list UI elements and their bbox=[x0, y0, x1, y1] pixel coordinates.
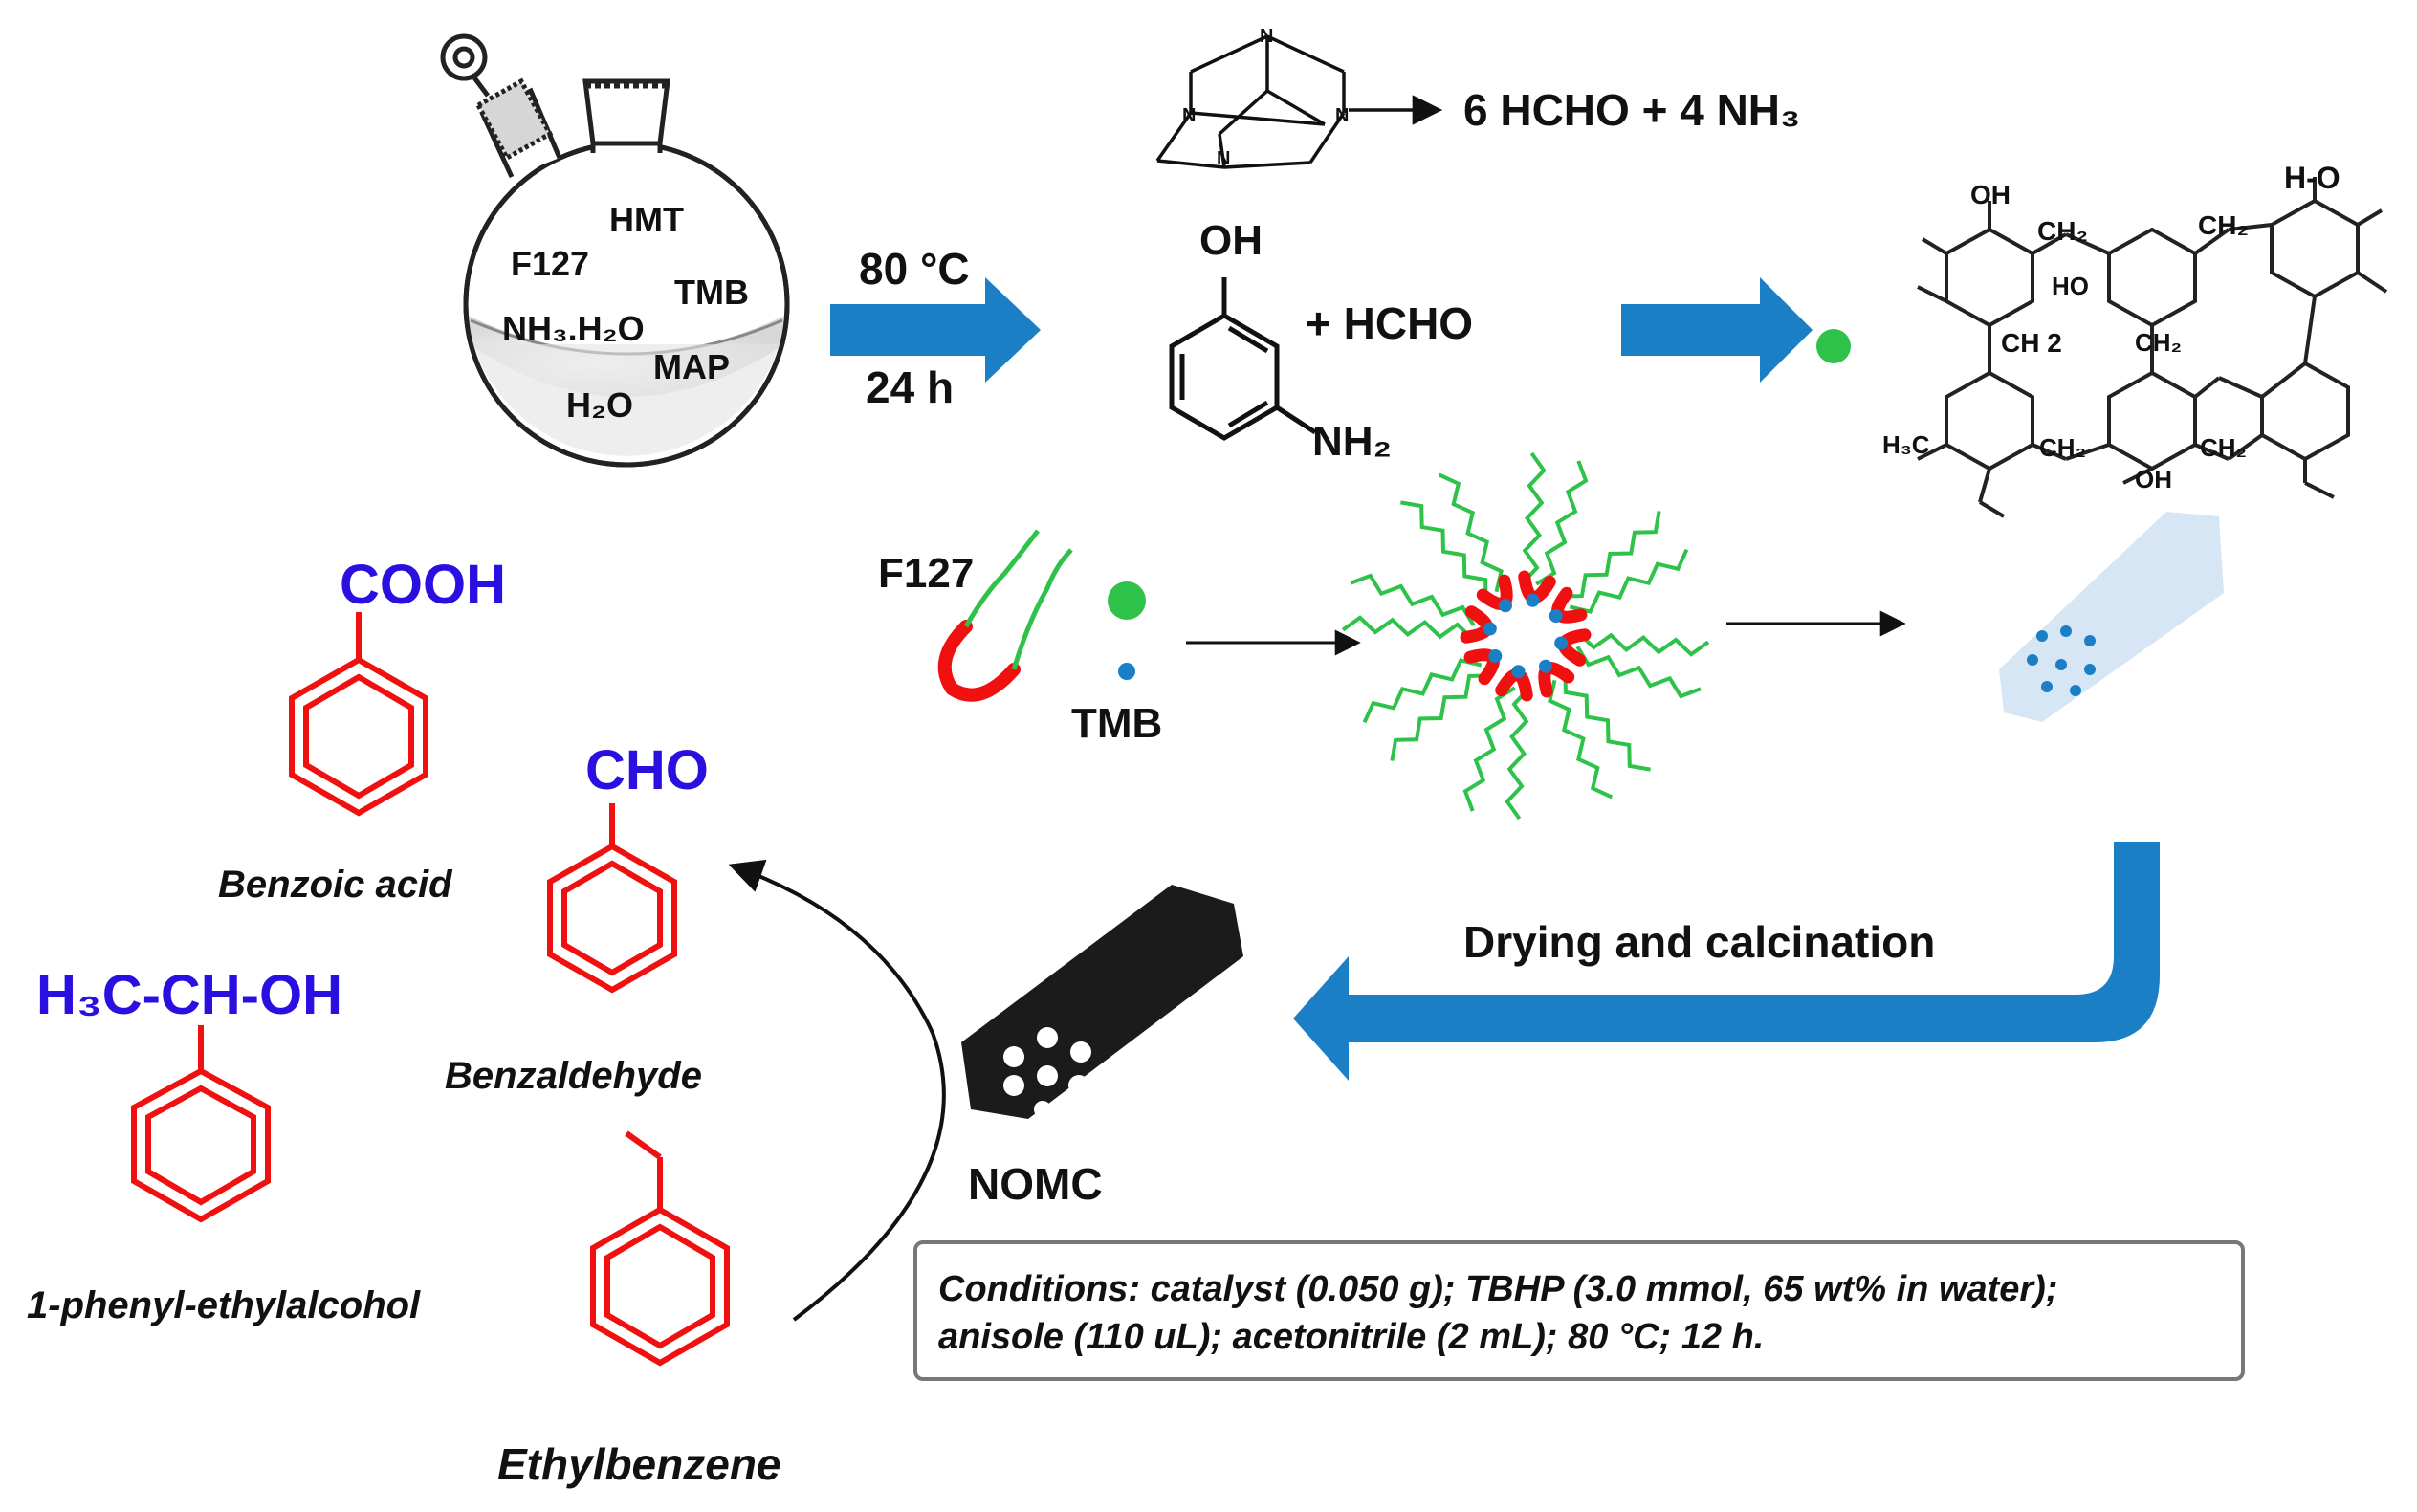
polymer-ch2-c: CH 2 bbox=[2001, 328, 2062, 358]
flask-label-tmb: TMB bbox=[674, 273, 749, 312]
alcohol-group: H₃C-CH-OH bbox=[36, 964, 342, 1026]
flask-label-nh3: NH₃.H₂O bbox=[502, 309, 645, 348]
green-dot-map bbox=[1108, 581, 1146, 620]
nomc-rod bbox=[961, 885, 1243, 1119]
aminophenol-nh2: NH₂ bbox=[1312, 418, 1393, 465]
benzoic-group: COOH bbox=[340, 554, 506, 616]
substrate-name: Ethylbenzene bbox=[497, 1439, 781, 1489]
corona-chain bbox=[1462, 686, 1516, 812]
polymer-network bbox=[1917, 177, 2388, 518]
conditions-line-1: Conditions: catalyst (0.050 g); TBHP (3.… bbox=[938, 1269, 2058, 1309]
core-segment bbox=[1460, 605, 1494, 644]
flask-label-map: MAP bbox=[653, 347, 730, 386]
flask-label-hmt: HMT bbox=[609, 200, 684, 239]
hmt-molecule bbox=[1155, 34, 1443, 169]
core-segment bbox=[1557, 628, 1592, 667]
hmt-n2: N bbox=[1182, 105, 1196, 126]
conditions-line-2: anisole (110 uL); acetonitrile (2 mL); 8… bbox=[938, 1317, 1765, 1357]
nomc-label: NOMC bbox=[968, 1159, 1103, 1209]
aminophenol-plus-hcho: + HCHO bbox=[1306, 298, 1474, 348]
polymer-ch2-e: CH₂ bbox=[2039, 433, 2087, 462]
corona-chain bbox=[1350, 573, 1476, 626]
flask-label-f127: F127 bbox=[511, 244, 590, 283]
micelle-assembly bbox=[1341, 451, 1710, 821]
polymerization-arrow bbox=[1621, 277, 1813, 383]
oxidation-arrow bbox=[728, 859, 946, 1322]
f127-copolymer bbox=[937, 529, 1073, 702]
core-tmb-dot bbox=[1511, 665, 1526, 679]
core-tmb-dot bbox=[1488, 649, 1503, 663]
ethylbenzene-ring bbox=[590, 1130, 730, 1367]
corona-chain bbox=[1560, 511, 1661, 599]
core-tmb-dot bbox=[1483, 622, 1497, 636]
corona-chain bbox=[1563, 670, 1651, 772]
aminophenol-structure bbox=[1169, 277, 1317, 441]
core-tmb-dot bbox=[1526, 593, 1540, 607]
core-tmb-dot bbox=[1499, 599, 1512, 613]
composite-rod bbox=[1999, 512, 2224, 722]
corona-chain bbox=[1341, 615, 1474, 641]
corona-chain bbox=[1400, 500, 1488, 602]
core-segment bbox=[1518, 570, 1556, 604]
polymer-oh-2: OH bbox=[2135, 465, 2172, 493]
benzaldehyde-ring bbox=[547, 803, 677, 994]
hmt-n4: N bbox=[1217, 148, 1230, 169]
hmt-n1: N bbox=[1260, 26, 1273, 47]
step1-temperature: 80 °C bbox=[859, 244, 970, 294]
drying-arrow bbox=[1293, 842, 2160, 1081]
flask-label-h2o: H₂O bbox=[566, 385, 633, 425]
heating-arrow bbox=[830, 277, 1041, 383]
micelle-tmb-label: TMB bbox=[1071, 700, 1163, 747]
corona-chain bbox=[1362, 658, 1483, 724]
hmt-products: 6 HCHO + 4 NH₃ bbox=[1463, 85, 1801, 135]
conditions-box: Conditions: catalyst (0.050 g); TBHP (3.… bbox=[913, 1240, 2245, 1381]
benzoic-acid-ring bbox=[289, 612, 428, 817]
step1-time: 24 h bbox=[866, 362, 955, 412]
benzaldehyde-name: Benzaldehyde bbox=[445, 1055, 702, 1097]
polymer-ho-2: HO bbox=[2052, 272, 2089, 300]
benzaldehyde-group: CHO bbox=[585, 739, 709, 801]
hmt-n3: N bbox=[1335, 105, 1349, 126]
corona-chain bbox=[1390, 673, 1491, 761]
corona-chain bbox=[1577, 631, 1710, 657]
corona-chain bbox=[1548, 679, 1614, 800]
polymer-h-o-top: H-O bbox=[2284, 161, 2340, 195]
nomc-pores bbox=[1003, 1027, 1091, 1118]
core-tmb-dot bbox=[1549, 609, 1563, 623]
micelle-f127-label: F127 bbox=[878, 550, 975, 597]
corona-chain bbox=[1575, 646, 1702, 699]
corona-chain bbox=[1505, 688, 1530, 821]
corona-chain bbox=[1438, 472, 1504, 593]
core-tmb-dot bbox=[1554, 636, 1569, 650]
polymer-ch2-f: CH₂ bbox=[2200, 433, 2248, 462]
composite-pores bbox=[2027, 625, 2096, 696]
polymer-oh-1: OH bbox=[1970, 180, 2011, 209]
aminophenol-oh: OH bbox=[1199, 217, 1263, 264]
alcohol-ring bbox=[131, 1025, 271, 1223]
green-dot-polymer bbox=[1816, 329, 1851, 363]
corona-chain bbox=[1569, 548, 1689, 614]
corona-chain bbox=[1521, 451, 1547, 584]
drying-label: Drying and calcination bbox=[1463, 917, 1936, 967]
polymer-ch2-d: CH₂ bbox=[2135, 328, 2183, 357]
core-segment bbox=[1495, 668, 1533, 702]
tmb-dot bbox=[1118, 663, 1135, 680]
polymer-ch2-a: CH₂ bbox=[2037, 216, 2088, 246]
benzoic-name: Benzoic acid bbox=[218, 864, 452, 906]
polymer-h3c: H₃C bbox=[1882, 430, 1930, 459]
polymer-ch2-b: CH₂ bbox=[2198, 210, 2249, 240]
alcohol-name: 1-phenyl-ethylalcohol bbox=[27, 1284, 421, 1326]
reaction-flask bbox=[440, 33, 790, 468]
core-tmb-dot bbox=[1539, 659, 1552, 673]
corona-chain bbox=[1535, 460, 1589, 586]
